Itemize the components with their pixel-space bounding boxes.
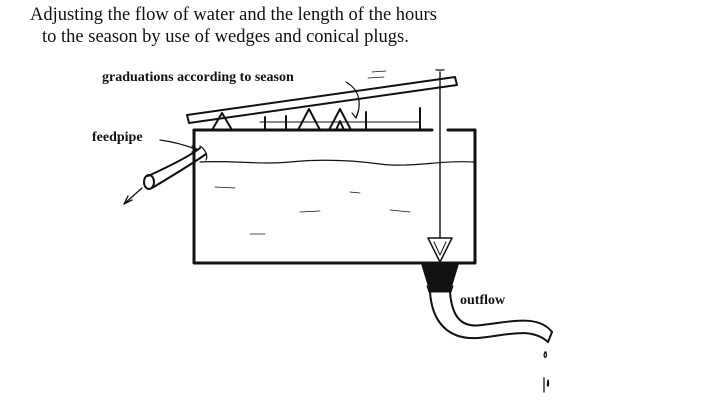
graduated-lever <box>186 70 458 124</box>
diagram-caption: Adjusting the flow of water and the leng… <box>30 4 690 48</box>
outflow-hose <box>429 291 553 343</box>
caption-line-2: to the season by use of wedges and conic… <box>42 27 409 47</box>
water-drops <box>543 351 550 393</box>
caption-line-1: Adjusting the flow of water and the leng… <box>30 5 437 25</box>
graduations-label: graduations according to season <box>102 70 294 85</box>
conical-plug <box>427 237 453 263</box>
outflow-label: outflow <box>460 293 506 308</box>
water-surface <box>199 159 475 235</box>
feedpipe-label: feedpipe <box>92 130 143 145</box>
leader-lines <box>159 81 360 153</box>
feedpipe-leader <box>159 139 199 151</box>
outlet-fitting <box>420 261 460 293</box>
plug-rod <box>435 69 445 241</box>
wedges <box>211 107 421 131</box>
